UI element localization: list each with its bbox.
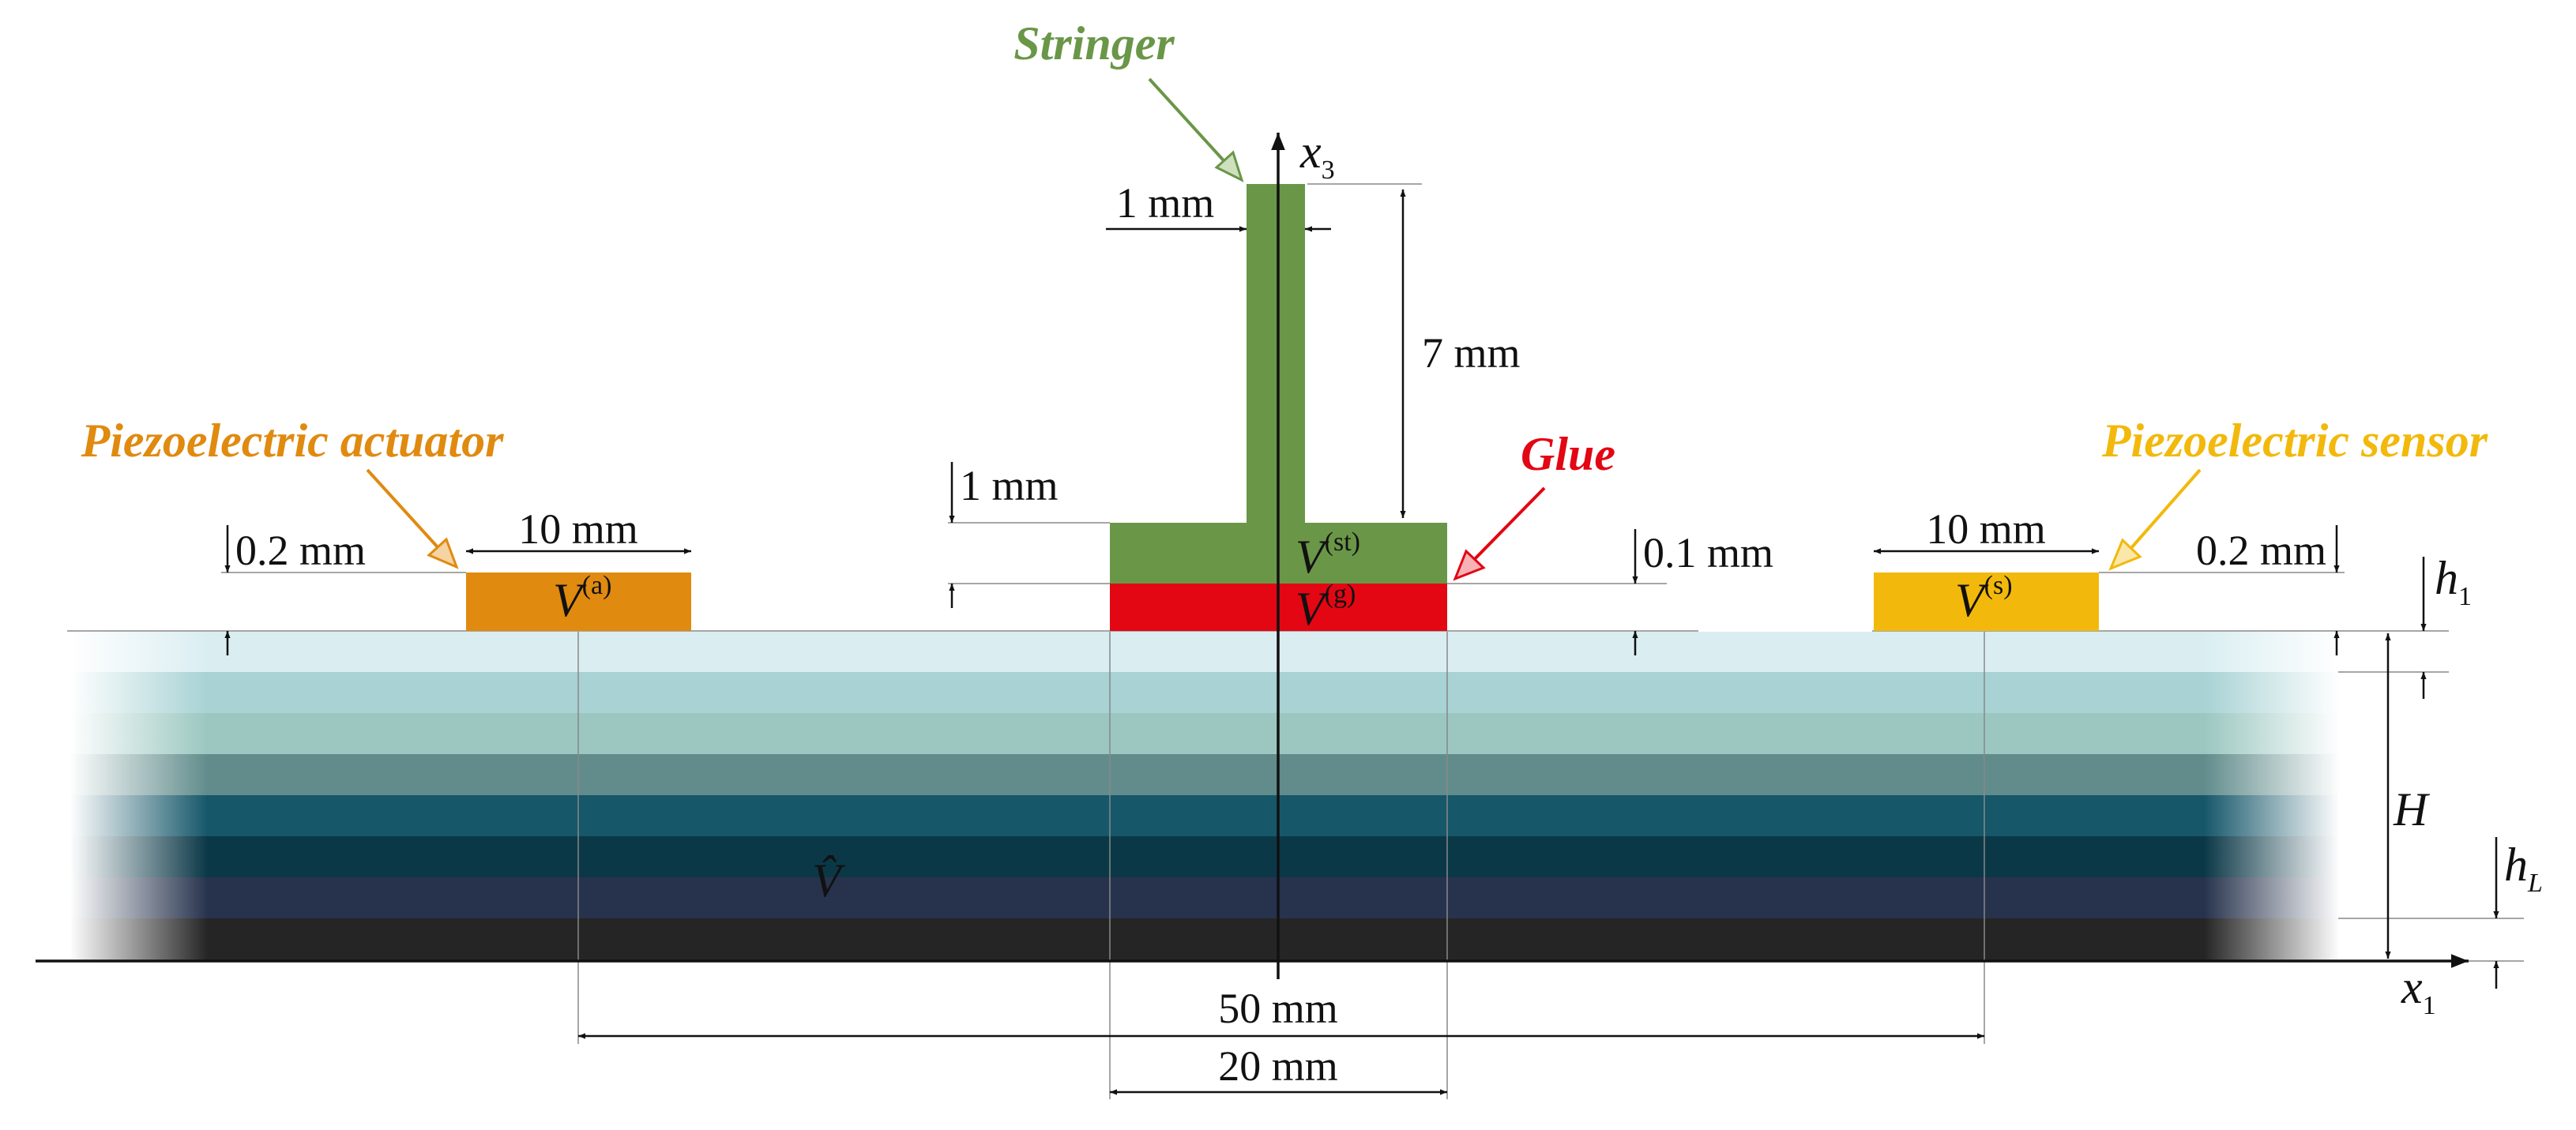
dim-actuator-width: 10 mm — [466, 505, 691, 554]
plate-volume-label: V̂ — [812, 854, 846, 907]
actuator-pointer — [366, 468, 448, 558]
dim-H: H — [2385, 633, 2431, 959]
pointer-arrows — [366, 77, 2202, 581]
sensor-patch — [1874, 573, 2099, 631]
plate-layer-4 — [71, 754, 2338, 795]
plate-layer-7 — [71, 877, 2338, 918]
dim-sensor-width-text: 10 mm — [1926, 505, 2046, 553]
plate-layer-2 — [71, 672, 2338, 713]
stringer-pointer — [1148, 77, 1239, 177]
dim-stringer-height: 7 mm — [1307, 183, 1521, 518]
dim-sensor-thickness: 0.2 mm — [2099, 525, 2345, 655]
plate-fade-left — [70, 630, 208, 963]
sensor-label: Piezoelectric sensor — [2101, 415, 2488, 467]
actuator-volume-label: V(a) — [553, 571, 611, 626]
actuator-patch — [466, 573, 691, 631]
dim-flange-thickness: 1 mm — [948, 462, 1110, 608]
dim-actuator-width-text: 10 mm — [518, 505, 638, 553]
actuator-label: Piezoelectric actuator — [81, 415, 505, 467]
plate-layer-8 — [71, 918, 2338, 961]
dim-flange-width-text: 20 mm — [1218, 1042, 1338, 1090]
plate-layer-6 — [71, 836, 2338, 877]
plate-layer-3 — [71, 713, 2338, 754]
dim-flange-thickness-text: 1 mm — [960, 462, 1059, 509]
dim-piezo-spacing: 50 mm — [578, 985, 1984, 1039]
dim-stringer-height-text: 7 mm — [1422, 329, 1521, 377]
dim-hL-text: hL — [2504, 839, 2543, 898]
dim-h1-text: h1 — [2435, 552, 2472, 611]
dim-sensor-thickness-text: 0.2 mm — [2196, 527, 2326, 574]
dim-actuator-thickness: 0.2 mm — [221, 525, 466, 655]
dim-sensor-width: 10 mm — [1874, 505, 2099, 554]
x1-axis-label: x1 — [2401, 961, 2436, 1020]
stringer-volume-label: V(st) — [1296, 527, 1360, 583]
plate-layers — [70, 630, 2340, 963]
dim-glue-thickness: 0.1 mm — [1447, 529, 1773, 655]
sensor-volume-label: V(s) — [1955, 571, 2013, 626]
dim-actuator-thickness-text: 0.2 mm — [235, 527, 366, 574]
dim-H-text: H — [2393, 783, 2431, 835]
dim-hL: hL — [2493, 837, 2543, 989]
dim-piezo-spacing-text: 50 mm — [1218, 985, 1338, 1032]
glue-volume-label: V(g) — [1296, 580, 1356, 635]
plate-layer-1 — [71, 632, 2338, 672]
sensor-pointer — [2123, 468, 2202, 557]
x3-axis-label: x3 — [1299, 126, 1335, 185]
dim-web-width: 1 mm — [1106, 179, 1331, 232]
stringer-label: Stringer — [1013, 17, 1175, 69]
glue-label: Glue — [1521, 428, 1615, 480]
dim-flange-width: 20 mm — [1110, 1042, 1447, 1095]
dim-glue-thickness-text: 0.1 mm — [1643, 529, 1773, 576]
plate-fade-right — [2204, 630, 2340, 963]
glue-pointer — [1468, 486, 1546, 566]
dim-web-width-text: 1 mm — [1116, 179, 1215, 227]
plate-layer-5 — [71, 795, 2338, 836]
dim-h1: h1 — [2420, 552, 2472, 699]
